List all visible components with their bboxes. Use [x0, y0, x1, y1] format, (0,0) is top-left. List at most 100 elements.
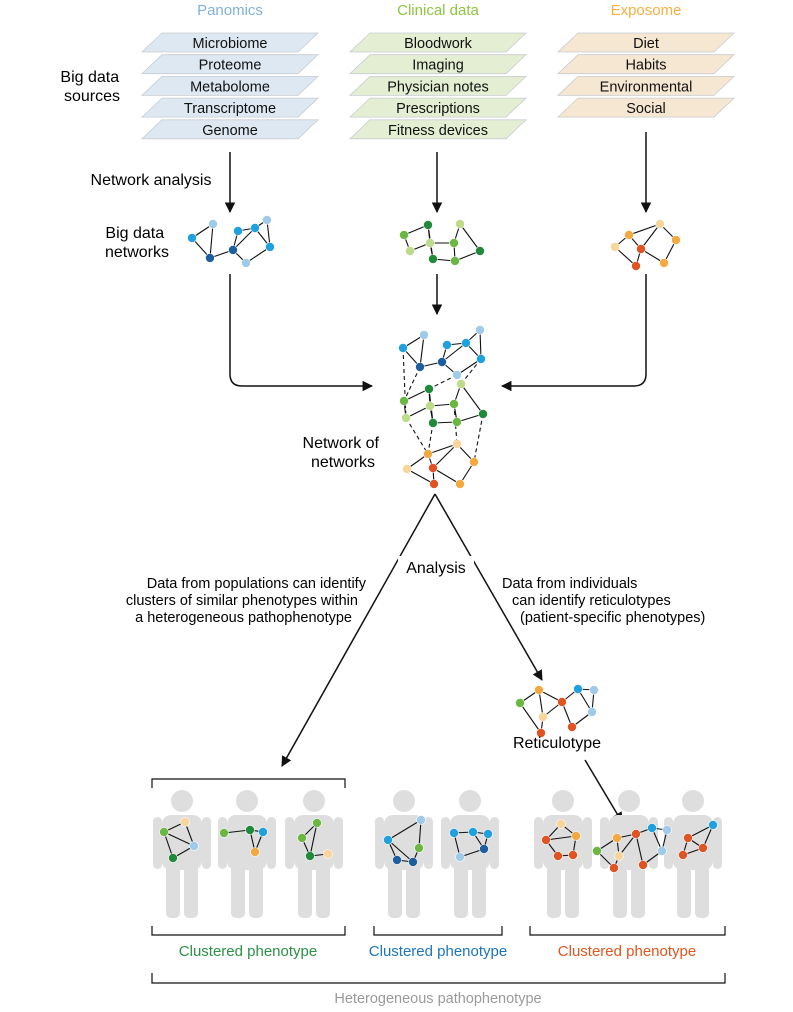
- analysis-label: Analysis: [406, 560, 466, 577]
- network-node: [556, 819, 566, 829]
- network-node: [449, 399, 459, 409]
- network-node: [515, 698, 525, 708]
- network-node: [568, 850, 578, 860]
- network-node: [208, 219, 218, 229]
- exposome-layer: [556, 32, 736, 53]
- network-node: [655, 219, 665, 229]
- network-node: [475, 246, 485, 256]
- network-edge: [459, 223, 481, 252]
- exposome-layer-label: Habits: [625, 58, 666, 74]
- network-edge: [441, 342, 467, 363]
- cluster-label-blue: Clustered phenotype: [369, 943, 507, 960]
- arrow-panomics-to-center: [229, 274, 374, 392]
- network-node: [671, 235, 681, 245]
- network-node: [657, 846, 667, 856]
- network-node: [250, 847, 260, 857]
- network-node: [424, 384, 434, 394]
- network-node: [305, 851, 315, 861]
- network-of-networks: [398, 325, 488, 489]
- network-node: [228, 245, 238, 255]
- network-node: [423, 449, 433, 459]
- network-node: [258, 827, 268, 837]
- network-node: [452, 439, 462, 449]
- clinical-layer: [348, 119, 528, 140]
- network-node: [478, 409, 488, 419]
- network-node: [589, 685, 599, 695]
- network-node: [609, 863, 619, 873]
- network-edge: [545, 835, 577, 841]
- analysis-arrow-left: [281, 493, 436, 767]
- reticulotype-network: [515, 684, 599, 738]
- exposome-layer-label: Social: [626, 101, 666, 117]
- panomics-layer: [140, 54, 320, 75]
- network-dashed-edge: [402, 347, 407, 419]
- network-node: [399, 396, 409, 406]
- exposome-title: Exposome: [611, 2, 682, 19]
- network-node: [541, 835, 551, 845]
- network-edge: [427, 443, 458, 455]
- clinical-network: [399, 219, 485, 266]
- exposome-layer: [556, 54, 736, 75]
- arrow-exposome-to-center: [500, 274, 647, 392]
- network-node: [429, 479, 439, 489]
- populations-text: Data from populations can identify clust…: [126, 576, 370, 626]
- reticulotype-arrow: [584, 759, 623, 823]
- network-node: [405, 246, 415, 256]
- network-node: [416, 815, 426, 825]
- network-edge: [232, 227, 256, 251]
- person-silhouette: [375, 790, 433, 918]
- network-node: [415, 362, 425, 372]
- network-node: [425, 401, 435, 411]
- exposome-network: [610, 219, 681, 271]
- person-network: [219, 825, 268, 857]
- person-network: [541, 819, 581, 861]
- network-edge: [432, 467, 461, 485]
- network-node: [428, 463, 438, 473]
- big-data-networks-label: Big data networks: [105, 225, 169, 261]
- network-node: [180, 817, 190, 827]
- person-network: [678, 820, 718, 860]
- person-silhouette: [218, 790, 276, 918]
- network-edge: [628, 223, 661, 236]
- exposome-layer-label: Diet: [633, 36, 659, 52]
- network-node: [437, 357, 447, 367]
- network-node: [557, 697, 567, 707]
- panomics-layer: [140, 119, 320, 140]
- network-node: [678, 850, 688, 860]
- network-node: [573, 684, 583, 694]
- panomics-layer: [140, 97, 320, 118]
- network-node: [452, 370, 462, 380]
- network-node: [631, 829, 641, 839]
- network-node: [571, 831, 581, 841]
- network-node: [647, 823, 657, 833]
- network-node: [455, 219, 465, 229]
- network-dashed-edge: [460, 358, 482, 385]
- network-node: [483, 829, 493, 839]
- network-node: [536, 728, 546, 738]
- network-node: [442, 340, 452, 350]
- network-dashed-edge: [405, 417, 429, 455]
- clinical-layer: [348, 54, 528, 75]
- person-silhouette: [441, 790, 499, 918]
- network-node: [233, 226, 243, 236]
- network-node: [610, 242, 620, 252]
- clinical-layer-label: Bloodwork: [404, 36, 472, 52]
- network-node: [323, 849, 333, 859]
- population-bracket: [151, 778, 346, 788]
- network-node: [398, 343, 408, 353]
- network-dashed-edge: [473, 413, 484, 463]
- panomics-layer: [140, 32, 320, 53]
- analysis-arrow-right: [434, 493, 543, 681]
- network-node: [159, 827, 169, 837]
- network-edge: [309, 822, 318, 857]
- panomics-layer-label: Transcriptome: [184, 101, 276, 117]
- network-node: [399, 230, 409, 240]
- network-node: [312, 818, 322, 828]
- network-node: [297, 833, 307, 843]
- person-network: [592, 823, 672, 873]
- network-node: [205, 253, 215, 263]
- panomics-network: [187, 215, 275, 268]
- network-node: [408, 857, 418, 867]
- network-node: [659, 258, 669, 268]
- person-silhouette: [600, 790, 658, 918]
